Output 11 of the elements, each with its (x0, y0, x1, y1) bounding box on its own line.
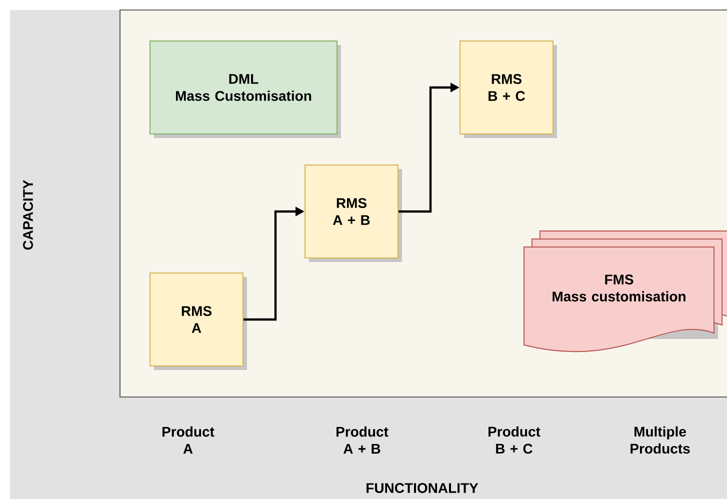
axis-label: Multiple Products (630, 426, 690, 454)
axis-label: Product A + B (336, 426, 388, 454)
process-box: RMS A + B (304, 164, 402, 262)
axis-title: FUNCTIONALITY (366, 483, 478, 493)
document-stack: FMS Mass customisation (524, 230, 727, 352)
axis-title: CAPACITY (23, 180, 33, 250)
process-box: RMS B + C (460, 40, 557, 138)
process-box: RMS A (150, 272, 247, 370)
process-box: DML Mass Customisation (150, 40, 341, 138)
axis-label: Product A (162, 426, 214, 454)
axis-label: Product B + C (488, 426, 540, 454)
